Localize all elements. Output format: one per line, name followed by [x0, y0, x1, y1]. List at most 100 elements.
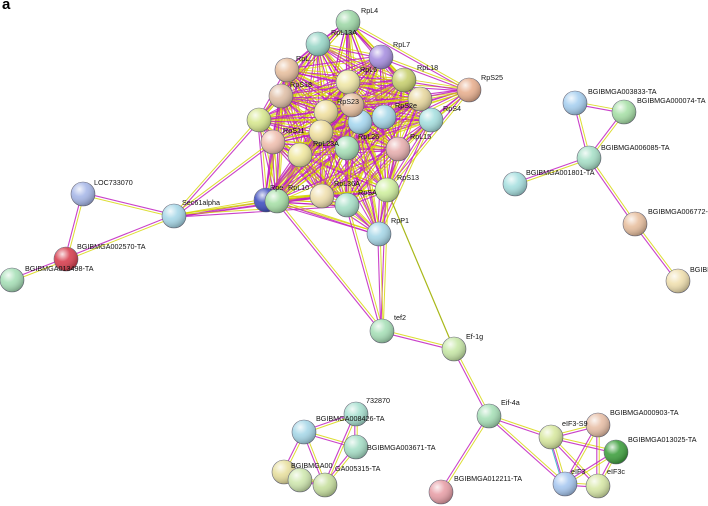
- edge-732870-BGIBMGA005315-TA: [323, 413, 356, 485]
- node-RpL26[interactable]: [334, 135, 360, 161]
- edge-RpL19-RpL26-b: [259, 118, 348, 148]
- edge-BGIBMGA006085-TA-BGIBMGA001801-TA-b: [515, 158, 590, 186]
- node-RpL8[interactable]: [339, 92, 365, 118]
- node-RpS25[interactable]: [456, 77, 482, 103]
- edge-Sec61alpha-RpL36A-b: [173, 194, 322, 216]
- node-label-BGIBMGA00: BGIBMGA00: [291, 461, 333, 470]
- edge-RpL8-RpL10-b: [277, 105, 354, 203]
- edge-RpL15-RpL10: [276, 147, 398, 201]
- edge-RpSA-tef2: [345, 205, 382, 332]
- node-label-BGIBMGA008426-TA: BGIBMGA008426-TA: [316, 414, 385, 423]
- node-RpL19[interactable]: [246, 107, 272, 133]
- node-RpS4[interactable]: [418, 107, 444, 133]
- node-BGIBMGA000074-TA[interactable]: [611, 99, 637, 125]
- node-RpS13[interactable]: [374, 177, 400, 203]
- node-label-BGIBMGA012211-TA: BGIBMGA012211-TA: [454, 474, 522, 483]
- node-eIF3-S9[interactable]: [538, 424, 564, 450]
- edge-RpL10-RpP1-b: [277, 199, 380, 234]
- node-RpL27[interactable]: [274, 57, 300, 83]
- node-RpL13A[interactable]: [305, 31, 331, 57]
- node-label-RpS4: RpS4: [443, 104, 461, 113]
- edge-Ef-1g-Eif-4a: [452, 349, 489, 417]
- edge-RpS13-tef2-b: [382, 190, 389, 332]
- node-RpL6[interactable]: [335, 69, 361, 95]
- node-label-BGIBMGA000903-TA: BGIBMGA000903-TA: [610, 408, 679, 417]
- edge-BGIBMGA006085-TA-BGIBMGA006772: [587, 158, 635, 226]
- node-sheen: [336, 70, 360, 94]
- node-732870[interactable]: [343, 401, 369, 427]
- node-label-RpS11: RpS11: [283, 126, 304, 135]
- node-sheen: [612, 100, 636, 124]
- edge-RpL9-RpL36A: [320, 97, 420, 196]
- node-BGIBMGA012211-TA[interactable]: [428, 479, 454, 505]
- node-sheen: [375, 178, 399, 202]
- node-Ef-1g[interactable]: [441, 336, 467, 362]
- node-label-eIF3: eIF3: [571, 467, 585, 476]
- node-sheen: [71, 182, 95, 206]
- node-RpL10[interactable]: [264, 188, 290, 214]
- node-BGIBMGA008426-TA[interactable]: [291, 419, 317, 445]
- node-RpS18[interactable]: [268, 83, 294, 109]
- node-sheen: [0, 268, 24, 292]
- edge-RpL23A-Rpe: [264, 130, 321, 200]
- node-eIF3c[interactable]: [585, 473, 611, 499]
- node-sheen: [309, 120, 333, 144]
- node-RpL23A[interactable]: [308, 119, 334, 145]
- edge-RpS13-tef2: [380, 189, 387, 331]
- node-label-RpS13: RpS13: [397, 173, 419, 182]
- node-BGIBMGA003671-TA[interactable]: [343, 434, 369, 460]
- node-label-RpP1: RpP1: [391, 216, 409, 225]
- node-Eif-4a[interactable]: [476, 403, 502, 429]
- node-BGIBMGA006772[interactable]: [622, 211, 648, 237]
- node-BGIBMGA005315b[interactable]: [287, 467, 313, 493]
- edge-Eif-4a-eIF3: [487, 416, 565, 486]
- node-RpL4[interactable]: [335, 9, 361, 35]
- node-label-Ef-1g: Ef-1g: [466, 332, 483, 341]
- node-BGIBMGA005315-TA[interactable]: [312, 472, 338, 498]
- node-sheen: [292, 420, 316, 444]
- node-BGIBMGA013498-TA[interactable]: [0, 267, 25, 293]
- node-RpS2e[interactable]: [371, 104, 397, 130]
- node-BGIBMGA006085-TA[interactable]: [576, 145, 602, 171]
- node-sheen: [310, 184, 334, 208]
- node-RpSA[interactable]: [334, 192, 360, 218]
- node-RpL18[interactable]: [391, 67, 417, 93]
- node-RpL9[interactable]: [407, 86, 433, 112]
- node-BGIBMGA013025-TA[interactable]: [603, 439, 629, 465]
- node-label-RpL26: RpL26: [358, 132, 379, 141]
- node-RpL36A[interactable]: [309, 183, 335, 209]
- edge-RpL9-RpL36A-b: [322, 99, 422, 198]
- node-BGIBMGA002570-TA[interactable]: [53, 246, 79, 272]
- node-LOC733070[interactable]: [70, 181, 96, 207]
- node-RpL24[interactable]: [287, 142, 313, 168]
- node-tef2[interactable]: [369, 318, 395, 344]
- node-RpS23[interactable]: [313, 99, 339, 125]
- node-RpS11[interactable]: [260, 129, 286, 155]
- node-BGIBMGA001801-TA[interactable]: [502, 171, 528, 197]
- node-BGIBMGA000903-TA[interactable]: [585, 412, 611, 438]
- node-Sec61alpha[interactable]: [161, 203, 187, 229]
- edge-RpL9-RpSA: [345, 98, 420, 205]
- node-BGIBMGA003833-TA[interactable]: [562, 90, 588, 116]
- node-RpL7[interactable]: [368, 44, 394, 70]
- edge-RpS4-RpP1: [377, 119, 431, 234]
- node-label-RpL6: RpL6: [360, 65, 377, 74]
- edge-RpL23A-RpS13: [319, 132, 387, 192]
- edge-tef2-Ef-1g-b: [382, 329, 455, 349]
- node-label-BGIBMGA006085-TA: BGIBMGA006085-TA: [601, 143, 670, 152]
- node-sheen: [369, 45, 393, 69]
- node-sheen: [623, 212, 647, 236]
- node-label-RpL15: RpL15: [410, 132, 431, 141]
- node-RpL15[interactable]: [385, 136, 411, 162]
- node-RpP1[interactable]: [366, 221, 392, 247]
- node-sheen: [367, 222, 391, 246]
- node-sheen: [586, 413, 610, 437]
- node-label-RpL4: RpL4: [361, 6, 378, 15]
- edge-RpL15-RpL10-b: [277, 149, 399, 203]
- edge-RpL8-RpL10: [275, 103, 352, 201]
- node-BGIBI[interactable]: [665, 268, 691, 294]
- node-eIF3[interactable]: [552, 471, 578, 497]
- node-sheen: [666, 269, 690, 293]
- node-label-BGIBMGA013498-TA: BGIBMGA013498-TA: [25, 264, 94, 273]
- edge-RpL19-RpS3-b: [259, 118, 361, 122]
